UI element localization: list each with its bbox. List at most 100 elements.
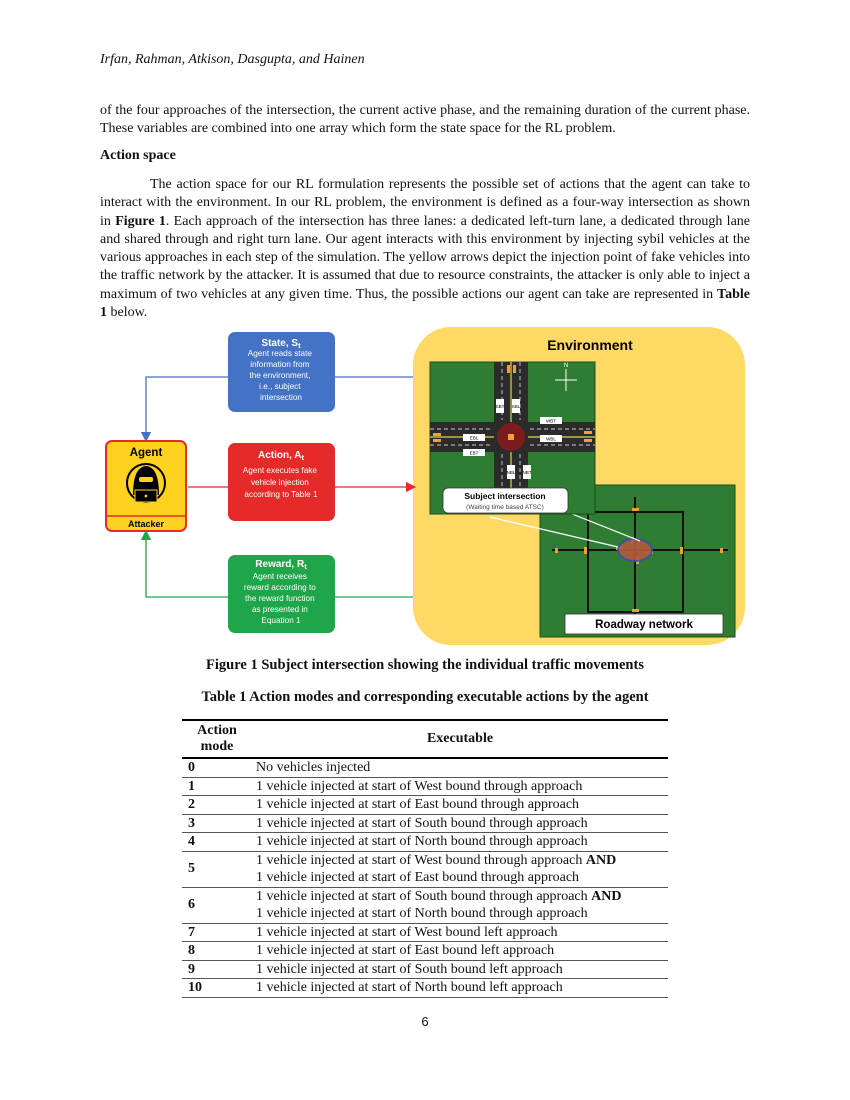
table-row: 2 1 vehicle injected at start of East bou… xyxy=(182,795,668,815)
state-title: State, St xyxy=(261,338,301,350)
lane-tag-ebl: EBL xyxy=(470,436,479,441)
executable-text: 1 vehicle injected at start of West boun… xyxy=(256,852,583,868)
state-description: Agent reads state information from the e… xyxy=(248,349,314,402)
executable-text: 1 vehicle injected at start of East boun… xyxy=(256,797,580,812)
executable-line: No vehicles injected xyxy=(256,759,664,777)
executable-line: 1 vehicle injected at start of South bou… xyxy=(256,888,664,906)
body-paragraph: The action space for our RL formulation … xyxy=(100,176,750,322)
executable-text: 1 vehicle injected at start of East boun… xyxy=(256,943,555,958)
executable-line: 1 vehicle injected at start of North bou… xyxy=(256,905,664,923)
executable-text: 1 vehicle injected at start of North bou… xyxy=(256,980,563,995)
attacker-label: Attacker xyxy=(128,519,165,529)
table-header-row: Action mode Executable xyxy=(182,720,668,758)
executable-text: 1 vehicle injected at start of North bou… xyxy=(256,834,588,849)
body-text-2: . Each approach of the intersection has … xyxy=(100,213,750,302)
lane-tag-sbt: SBT xyxy=(496,404,505,409)
header-executable: Executable xyxy=(426,731,494,746)
executable-text: 1 vehicle injected at start of South bou… xyxy=(256,888,588,904)
executable-cell: 1 vehicle injected at start of East boun… xyxy=(252,795,668,815)
executable-text: 1 vehicle injected at start of South bou… xyxy=(256,961,563,977)
lane-tag-nbl: NBL xyxy=(507,470,516,475)
executable-cell: 1 vehicle injected at start of South bou… xyxy=(252,887,668,924)
action-mode-cell: 5 xyxy=(182,851,252,888)
hacker-icon xyxy=(126,463,166,503)
compass-north-label: N xyxy=(564,363,568,369)
action-mode-cell: 9 xyxy=(182,960,252,979)
subject-intersection-map: N SBT SBL WBT WBL EBL EBT NBL NBT Subjec… xyxy=(429,361,596,515)
body-text-1: The action space for our RL formulation … xyxy=(100,177,750,229)
running-header: Irfan, Rahman, Atkison, Dasgupta, and Ha… xyxy=(100,52,365,67)
joiner-and: AND xyxy=(585,852,617,868)
action-table: Action mode Executable 0 No vehicles inje… xyxy=(182,719,668,998)
action-box: Action, At Agent executes fake vehicle i… xyxy=(228,443,335,521)
executable-text: 1 vehicle injected at start of North bou… xyxy=(256,906,588,921)
agent-box: Agent Attacker xyxy=(105,440,187,532)
executable-cell: 1 vehicle injected at start of West boun… xyxy=(252,851,668,888)
executable-text: 1 vehicle injected at start of West boun… xyxy=(256,778,583,794)
table-row: 0 No vehicles injected xyxy=(182,758,668,778)
figure-reference: Figure 1 xyxy=(115,213,166,229)
executable-cell: 1 vehicle injected at start of South bou… xyxy=(252,814,668,833)
reward-description: Agent receives reward according to the r… xyxy=(244,572,318,625)
action-mode-cell: 4 xyxy=(182,832,252,852)
executable-cell: 1 vehicle injected at start of East boun… xyxy=(252,941,668,961)
intro-paragraph: of the four approaches of the intersecti… xyxy=(100,103,750,137)
executable-cell: 1 vehicle injected at start of North bou… xyxy=(252,832,668,852)
action-mode-cell: 10 xyxy=(182,978,252,998)
executable-cell: 1 vehicle injected at start of West boun… xyxy=(252,923,668,942)
table-row: 10 1 vehicle injected at start of North b… xyxy=(182,978,668,998)
page-number: 6 xyxy=(421,1014,429,1029)
executable-line: 1 vehicle injected at start of East boun… xyxy=(256,942,664,960)
executable-text: 1 vehicle injected at start of East boun… xyxy=(256,870,580,885)
executable-cell: 1 vehicle injected at start of South bou… xyxy=(252,960,668,979)
action-mode-cell: 2 xyxy=(182,795,252,815)
subject-intersection-title: Subject intersection xyxy=(464,491,545,501)
lane-tag-wbl: WBL xyxy=(546,437,556,442)
executable-line: 1 vehicle injected at start of East boun… xyxy=(256,796,664,814)
agent-title: Agent xyxy=(130,447,163,459)
executable-line: 1 vehicle injected at start of West boun… xyxy=(256,778,664,796)
compass-icon xyxy=(555,369,577,391)
roadway-network-label-box xyxy=(564,613,724,635)
reward-title: Reward, Rt xyxy=(255,559,307,571)
lane-tag-ebt: EBT xyxy=(470,451,479,456)
section-heading: Action space xyxy=(100,148,176,163)
executable-text: No vehicles injected xyxy=(256,760,371,775)
lane-tag-sbl: SBL xyxy=(512,404,521,409)
roadway-network-label: Roadway network xyxy=(595,619,693,631)
state-box: State, St Agent reads state information … xyxy=(228,332,335,412)
table-reference: Table 1 xyxy=(100,286,750,321)
executable-cell: 1 vehicle injected at start of North bou… xyxy=(252,978,668,998)
zoom-connector-left xyxy=(489,516,619,548)
executable-line: 1 vehicle injected at start of South bou… xyxy=(256,815,664,833)
executable-line: 1 vehicle injected at start of South bou… xyxy=(256,961,664,979)
executable-cell: 1 vehicle injected at start of West boun… xyxy=(252,777,668,796)
action-title: Action, At xyxy=(258,450,305,462)
executable-line: 1 vehicle injected at start of East boun… xyxy=(256,869,664,887)
figure-caption: Figure 1 Subject intersection showing th… xyxy=(206,657,644,673)
header-action-mode: Action mode xyxy=(197,723,237,754)
executable-line: 1 vehicle injected at start of West boun… xyxy=(256,852,664,870)
rl-framework-figure: Environment Agent Attacker State, St Age… xyxy=(105,327,745,645)
action-description: Agent executes fake vehicle injection ac… xyxy=(243,466,319,499)
action-mode-cell: 8 xyxy=(182,941,252,961)
executable-line: 1 vehicle injected at start of North bou… xyxy=(256,979,664,997)
action-mode-cell: 0 xyxy=(182,758,252,778)
table-caption: Table 1 Action modes and corresponding e… xyxy=(201,689,649,705)
action-mode-cell: 3 xyxy=(182,814,252,833)
table-row: 4 1 vehicle injected at start of North bo… xyxy=(182,832,668,852)
subject-intersection-subtitle: (Waiting time based ATSC) xyxy=(466,504,544,511)
lane-tag-nbt: NBT xyxy=(523,470,532,475)
joiner-and: AND xyxy=(591,888,622,904)
executable-line: 1 vehicle injected at start of West boun… xyxy=(256,924,664,942)
executable-text: 1 vehicle injected at start of South bou… xyxy=(256,815,588,831)
executable-cell: No vehicles injected xyxy=(252,758,668,778)
executable-text: 1 vehicle injected at start of West boun… xyxy=(256,924,558,940)
